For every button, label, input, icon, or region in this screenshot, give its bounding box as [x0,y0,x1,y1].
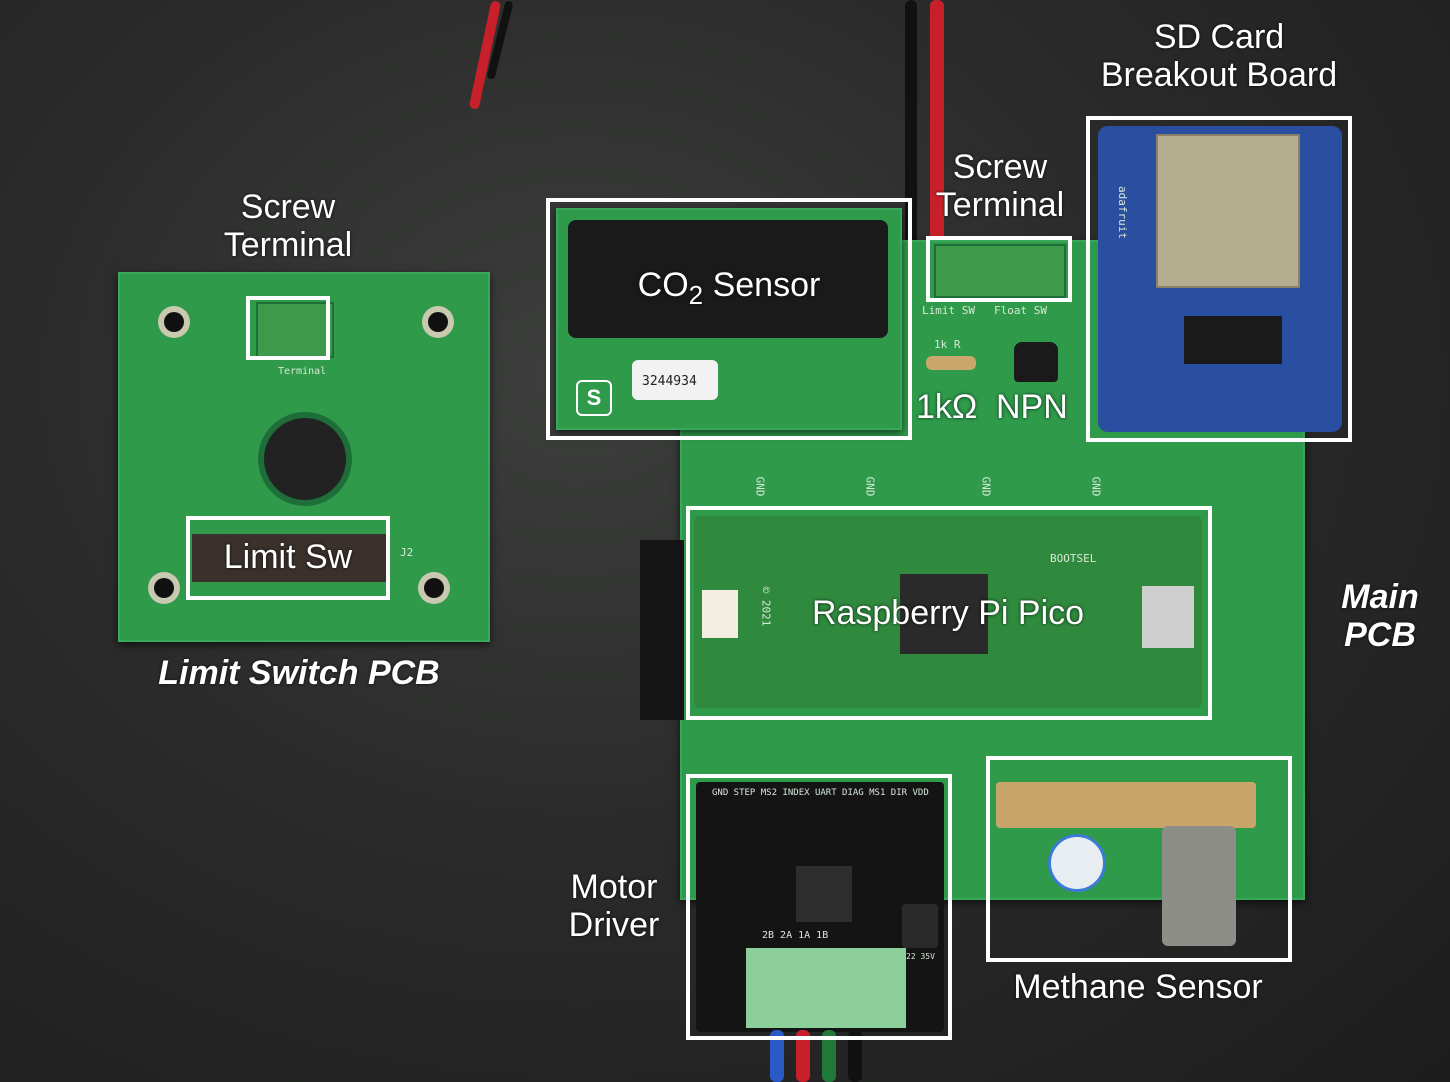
capacitor-value-silkscreen: 22 35V [906,952,935,961]
sd-card-label: SD Card Breakout Board [1100,18,1338,95]
sd-card-box [1086,116,1352,442]
gnd-silkscreen: GND [979,476,993,497]
co2-subscript: 2 [688,279,704,310]
screw-terminal-left-label: Screw Terminal [223,188,353,265]
motor-driver-board: GND STEP MS2 INDEX UART DIAG MS1 DIR VDD… [696,782,944,1032]
npn-label: NPN [996,388,1068,426]
motor-wire [770,1030,784,1082]
co2-suffix: Sensor [703,266,821,304]
co2-sensor-housing [568,220,888,338]
methane-sensor-board [996,782,1256,828]
gnd-silkscreen: GND [753,476,767,497]
limit-sw-screw-terminal-box [246,296,330,360]
limit-sw-box [186,516,390,600]
mount-hole [424,578,444,598]
output-terminal-block [746,948,906,1028]
main-screw-terminal-box [926,236,1072,302]
mount-hole [164,312,184,332]
motor-driver-label: Motor Driver [568,868,660,945]
motor-wire [848,1030,862,1082]
serial-sticker [632,360,718,400]
raspberry-pi-pico-box [686,506,1212,720]
potentiometer [1048,834,1106,892]
sd-card-slot [1156,134,1300,288]
mount-hole [154,578,174,598]
motor-wire [822,1030,836,1082]
gnd-silkscreen: GND [863,476,877,497]
screw-terminal-right-block [934,244,1066,298]
motor-wire [796,1030,810,1082]
npn-transistor-body [1014,342,1058,382]
co2-sensor-board: 3244934 S [556,208,902,430]
main-pcb-label: Main PCB [1341,578,1419,655]
limit-switch-body [192,534,386,582]
usb-port [1142,586,1194,648]
raspberry-pi-pico-label: Raspberry Pi Pico [811,594,1085,632]
limit-switch-pcb-label: Limit Switch PCB [158,654,440,692]
resistor-silkscreen: 1k R [934,338,961,351]
terminal-silkscreen: Terminal [278,366,327,377]
motor-outputs-silkscreen: 2B 2A 1A 1B [762,930,829,941]
bootsel-silkscreen: BOOTSEL [1050,552,1097,565]
center-hole [264,418,346,500]
co2-sensor-box [546,198,912,440]
rp2040-chip [900,574,988,654]
methane-sensor-can [1162,826,1236,946]
methane-sensor-label: Methane Sensor [1013,968,1263,1006]
debug-connector [702,590,738,638]
screw-terminal-right-label: Screw Terminal [935,148,1065,225]
serial-number: 3244934 [642,374,697,389]
limit-sw-silkscreen: Limit SW [922,304,975,317]
red-wire [930,0,944,260]
sd-card-board: adafruit [1098,126,1342,432]
limit-sw-label: Limit Sw [223,538,353,576]
screw-terminal-block [256,302,334,358]
methane-sensor-box [986,756,1292,962]
gnd-silkscreen: GND [1089,476,1103,497]
co2-sensor-label: CO2 Sensor [604,266,854,310]
float-sw-silkscreen: Float SW [994,304,1047,317]
sd-chip [1184,316,1282,364]
sensor-logo: S [576,380,612,416]
main-pcb-edge-dark [640,540,684,720]
raspberry-pi-pico-board: BOOTSEL © 2021 [694,516,1202,708]
capacitor [902,904,938,948]
resistor-body [926,356,976,370]
black-wire [905,0,917,260]
resistor-label: 1kΩ [916,388,978,426]
co2-prefix: CO [637,266,689,304]
mount-hole [428,312,448,332]
motor-driver-box [686,774,952,1040]
j2-silkscreen: J2 [400,546,414,559]
driver-chip [796,866,852,922]
motor-pins-silkscreen: GND STEP MS2 INDEX UART DIAG MS1 DIR VDD [712,788,929,798]
limit-switch-pcb: Terminal J2 [118,272,490,642]
